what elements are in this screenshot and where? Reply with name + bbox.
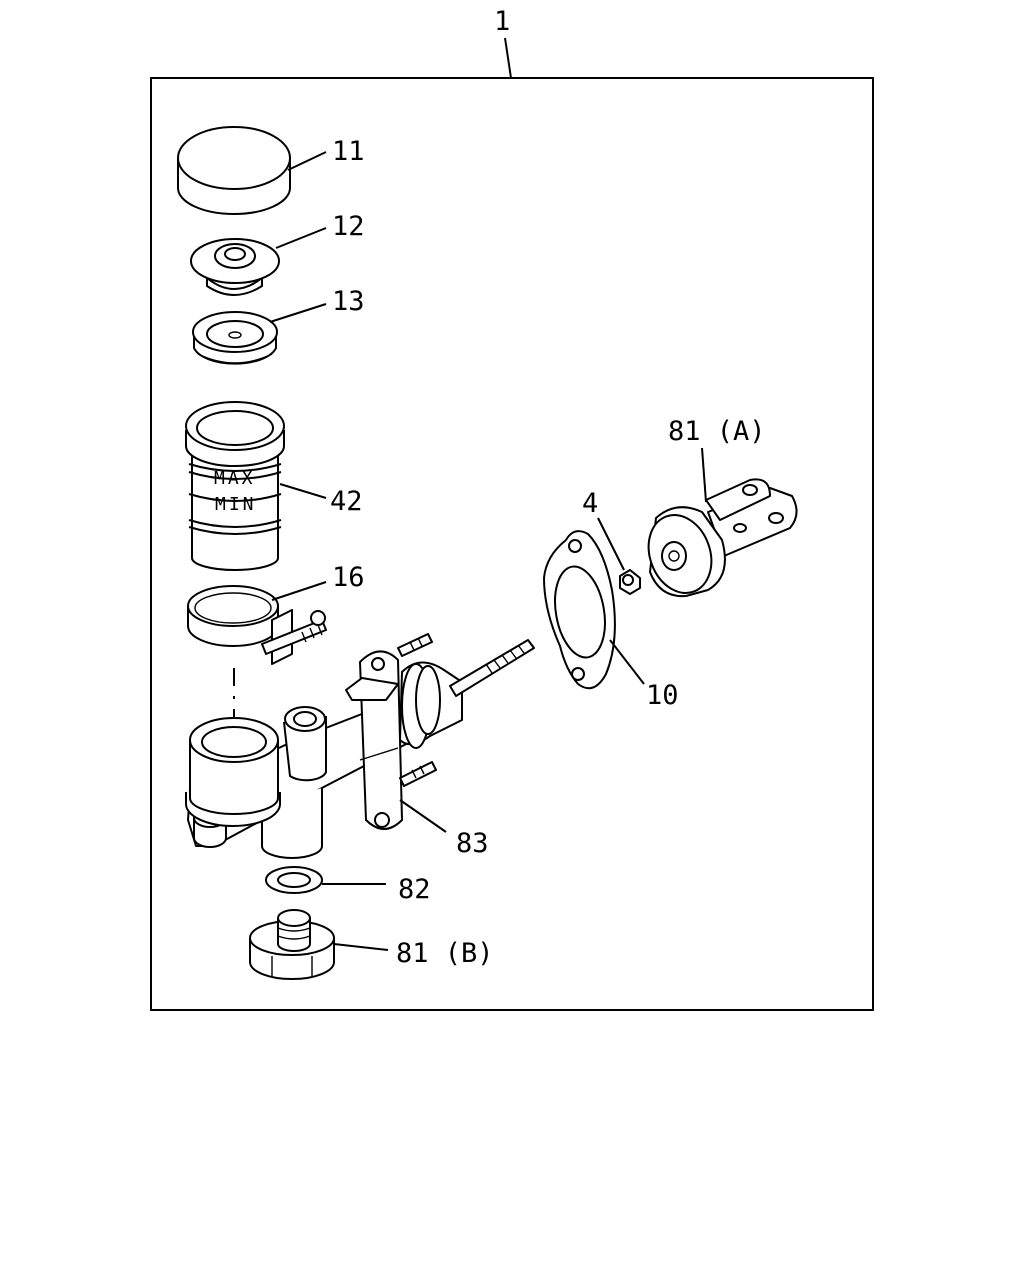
callout-push-rod-clevis: 81 (A) [668,416,766,447]
leader-nut [597,517,625,571]
leader-cap-gasket [275,227,327,249]
clamp-part [187,585,327,665]
reservoir-cap-part [177,126,291,215]
seal-washer-part [265,866,323,894]
callout-seal-washer: 82 [398,874,431,905]
leader-flange-gasket [609,639,645,685]
assembly-frame [150,77,874,1011]
master-cylinder-body-part [185,633,535,859]
leader-master-cylinder-body [399,799,447,833]
reservoir-min-mark: MIN [215,494,257,515]
cap-filter-part [192,311,278,365]
callout-assembly: 1 [494,6,510,37]
callout-reservoir-cap: 11 [332,136,365,167]
reservoir-part: MAX MIN [185,401,285,571]
pipe-fitting-part [249,909,335,980]
leader-push-rod-clevis [701,447,707,503]
callout-master-cylinder-body: 83 [456,828,489,859]
callout-pipe-fitting: 81 (B) [396,938,494,969]
callout-cap-gasket: 12 [332,211,365,242]
reservoir-max-mark: MAX [214,468,256,489]
callout-cap-filter: 13 [332,286,365,317]
nut-part [619,569,641,595]
callout-nut: 4 [582,488,598,519]
callout-flange-gasket: 10 [646,680,679,711]
leader-reservoir-cap [287,151,327,171]
leader-pipe-fitting [333,943,389,951]
callout-reservoir: 42 [330,486,363,517]
leader-cap-filter [269,303,327,323]
flange-gasket-part [543,530,616,690]
leader-clamp [271,581,327,601]
push-rod-clevis-part [647,478,798,598]
leader-reservoir [279,483,327,499]
assembly-leader [504,37,512,79]
callout-clamp: 16 [332,562,365,593]
cap-gasket-part [190,238,280,296]
